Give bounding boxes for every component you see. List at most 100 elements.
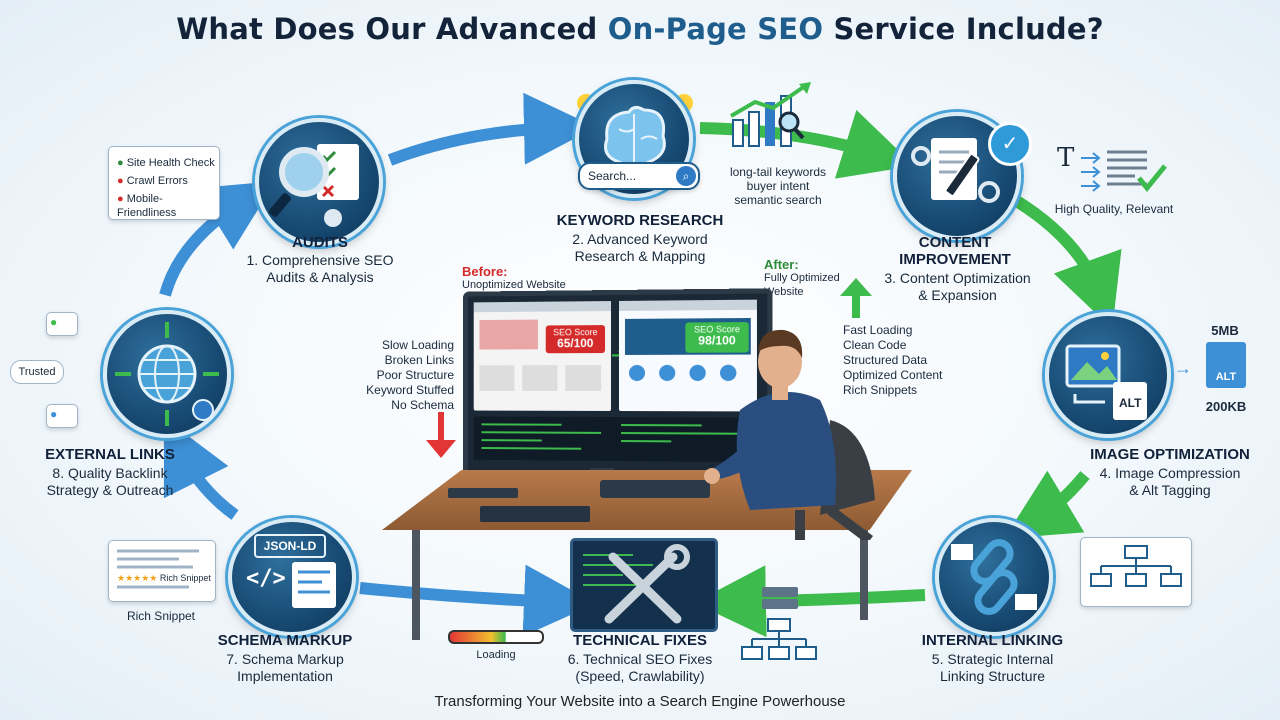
rich-snippet-stars: ★★★★★ Rich Snippet (117, 573, 211, 583)
content-heading-2: IMPROVEMENT (899, 251, 1011, 268)
site-structure-card (1080, 537, 1192, 607)
image-size-before: 5MB (1211, 323, 1239, 338)
keyword-note-3: semantic search (734, 193, 822, 207)
desk-leg-right (860, 530, 868, 620)
image-size-after: 200KB (1205, 399, 1247, 414)
keyboard-left (448, 488, 518, 498)
code-brackets-icon: </> (246, 566, 286, 591)
image-compression-icon: ALT (1065, 344, 1147, 420)
external-sub2: Strategy & Outreach (46, 482, 174, 498)
image-heading: IMAGE OPTIMIZATION (1090, 446, 1250, 463)
content-note: High Quality, Relevant (1054, 202, 1174, 216)
audit-checklist-card: ● Site Health Check ● Crawl Errors ● Mob… (108, 146, 220, 220)
arrow-audits-to-keyword (387, 92, 596, 166)
arrow-content-to-image (1011, 194, 1122, 329)
audits-sub2: Audits & Analysis (266, 269, 374, 285)
issue-4: Keyword Stuffed (366, 383, 454, 397)
globe-link-icon (115, 322, 219, 426)
issue-1: Slow Loading (381, 338, 454, 352)
after-sub1: Fully Optimized (764, 272, 840, 284)
arrow-schema-to-technical (359, 564, 596, 637)
keyword-note-1: long-tail keywords (729, 165, 827, 179)
content-sub2: & Expansion (918, 287, 997, 303)
server-sitemap-icon (740, 585, 820, 675)
gain-3: Structured Data (843, 353, 928, 367)
gain-5: Rich Snippets (843, 383, 918, 397)
arrow-right-icon: → (1174, 358, 1192, 378)
person-illustration (704, 329, 875, 540)
external-site-card-1: ● (46, 312, 78, 336)
audit-item-site-health: ● Site Health Check (117, 157, 215, 169)
keyword-sub1: 2. Advanced Keyword (572, 231, 708, 247)
issue-5: No Schema (391, 398, 454, 412)
arrow-schema-to-external (163, 417, 239, 520)
content-heading-1: CONTENT (918, 234, 992, 251)
search-icon[interactable]: ⌕ (676, 166, 696, 186)
audit-item-crawl-errors: ● Crawl Errors (117, 175, 188, 187)
internal-heading: INTERNAL LINKING (921, 632, 1064, 649)
image-circle: ALT (1045, 312, 1171, 438)
tablet (480, 506, 590, 522)
schema-circle: JSON-LD </> (228, 518, 356, 636)
json-ld-badge: JSON-LD (254, 534, 326, 558)
technical-heading: TECHNICAL FIXES (573, 632, 707, 649)
sitemap-icon (1090, 545, 1182, 587)
internal-sub1: 5. Strategic Internal (931, 651, 1054, 667)
keyboard (600, 480, 710, 498)
image-sub1: 4. Image Compression (1099, 465, 1241, 481)
chain-link-icon (951, 539, 1037, 615)
schema-heading: SCHEMA MARKUP (217, 632, 353, 649)
document-pen-icon (911, 138, 1000, 203)
schema-doc-icon (292, 562, 336, 608)
keyword-heading: KEYWORD RESEARCH (556, 212, 724, 229)
external-circle (103, 310, 231, 438)
rich-snippet-label: Rich Snippet (126, 609, 196, 623)
audit-item-mobile: ● Mobile-Friendliness (117, 193, 177, 219)
issue-3: Poor Structure (376, 368, 454, 382)
svg-text:T: T (1057, 143, 1075, 173)
rich-snippet-card: ★★★★★ Rich Snippet (108, 540, 216, 602)
text-formatting-icon: T (1055, 140, 1175, 205)
magnifier-checklist-icon (269, 144, 359, 227)
after-heading: After: (764, 257, 799, 272)
green-up-arrow (840, 278, 872, 318)
search-input[interactable]: Search... ⌕ (578, 162, 700, 190)
external-heading: EXTERNAL LINKS (45, 446, 175, 463)
external-sub1: 8. Quality Backlink (52, 465, 168, 481)
footer-tagline: Transforming Your Website into a Search … (434, 693, 846, 710)
before-subheading: Unoptimized Website (462, 279, 566, 291)
growth-chart-icon (725, 82, 825, 157)
before-heading: Before: (462, 264, 508, 279)
schema-sub1: 7. Schema Markup (226, 651, 344, 667)
keyword-sub2: Research & Mapping (574, 248, 706, 264)
alt-icon-text: ALT (1119, 396, 1142, 410)
loading-bar (448, 630, 544, 644)
technical-sub1: 6. Technical SEO Fixes (567, 651, 713, 667)
desk-leg-left (412, 530, 420, 640)
audits-circle (255, 118, 383, 246)
arrow-external-to-audits (159, 181, 276, 297)
arrow-keyword-to-content (699, 109, 915, 179)
image-sub2: & Alt Tagging (1129, 482, 1211, 498)
gain-1: Fast Loading (843, 323, 913, 337)
page-title: What Does Our Advanced On-Page SEO Servi… (176, 12, 1104, 46)
audits-sub1: 1. Comprehensive SEO (246, 252, 394, 268)
after-sub2: Website (764, 286, 804, 298)
keyword-note-2: buyer intent (746, 179, 810, 193)
alt-file-icon: ALT (1206, 342, 1246, 388)
serp-lines-icon (117, 549, 199, 589)
internal-sub2: Linking Structure (939, 668, 1046, 684)
gain-2: Clean Code (843, 338, 907, 352)
audits-heading: AUDITS (292, 234, 348, 251)
loading-label: Loading (476, 649, 516, 661)
technical-sub2: (Speed, Crawlability) (575, 668, 705, 684)
schema-sub2: Implementation (237, 668, 333, 684)
external-site-card-2: ● (46, 404, 78, 428)
search-placeholder: Search... (588, 169, 637, 183)
red-down-arrow (426, 412, 456, 458)
issue-2: Broken Links (384, 353, 454, 367)
trusted-badge: Trusted (10, 360, 64, 384)
